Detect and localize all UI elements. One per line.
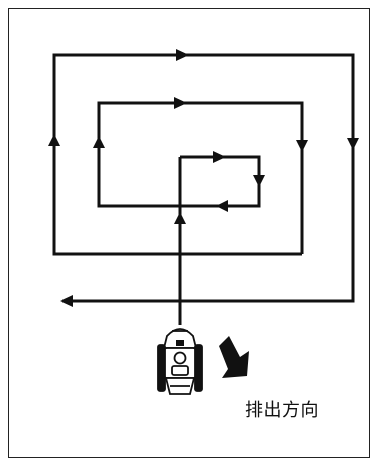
- arrow-outer-down: [347, 138, 359, 150]
- discharge-direction-arrow-icon: [219, 336, 249, 378]
- outer-loop: [52, 53, 355, 303]
- arrow-middle-right: [174, 97, 187, 109]
- discharge-direction-label: 排出方向: [245, 400, 319, 421]
- arrow-inner-down: [253, 175, 265, 187]
- arrow-inner-left: [216, 200, 228, 212]
- arrow-outer-right: [176, 49, 189, 61]
- arrow-middle-down: [296, 140, 308, 152]
- direction-arrows: [48, 49, 359, 307]
- middle-loop: [97, 101, 304, 254]
- arrow-outer-up: [48, 134, 60, 146]
- route-path: [52, 53, 355, 325]
- inner-loop: [180, 155, 261, 208]
- arrow-approach-up: [174, 212, 186, 224]
- arrow-exit-left: [60, 295, 73, 307]
- harvester-topview-icon: [157, 328, 203, 395]
- arrow-middle-up: [93, 136, 105, 148]
- arrow-inner-right: [213, 151, 226, 163]
